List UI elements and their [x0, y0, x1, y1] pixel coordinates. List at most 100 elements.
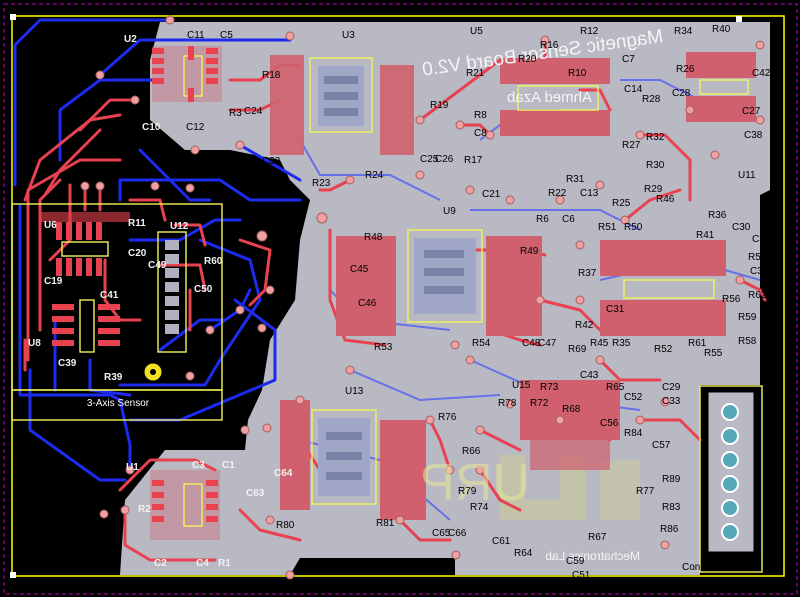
sensor-header-u12[interactable] [157, 231, 187, 353]
designator-label: C31 [606, 304, 625, 315]
designator-label: R40 [712, 24, 731, 35]
designator-label: R83 [662, 502, 681, 513]
designator-label: R24 [365, 170, 384, 181]
designator-label: R76 [438, 412, 457, 423]
designator-label: R57 [748, 252, 767, 263]
label-u2: U2 [124, 34, 137, 45]
designator-label: R61 [688, 338, 707, 349]
designator-label: R42 [575, 320, 594, 331]
designator-label: R67 [588, 532, 607, 543]
label-u8: U8 [28, 338, 41, 349]
sensor-module[interactable]: 3-Axis Sensor [11, 203, 223, 421]
designator-label: R6 [536, 214, 549, 225]
designator-label: R54 [472, 338, 491, 349]
designator-label: R81 [376, 518, 395, 529]
designator-label: R39 [104, 372, 123, 383]
designator-label: C48 [522, 338, 541, 349]
designator-label: R48 [364, 232, 383, 243]
designator-label: R53 [374, 342, 393, 353]
corner-marker [10, 14, 16, 20]
designator-label: R79 [458, 486, 477, 497]
vias [80, 15, 765, 580]
designator-label: C45 [350, 264, 369, 275]
designator-label: R31 [566, 174, 585, 185]
designator-label: C56 [600, 418, 619, 429]
designator-label: C59 [566, 556, 585, 567]
designator-label: R34 [674, 26, 693, 37]
designator-label: R17 [464, 155, 483, 166]
designator-label: C5 [220, 30, 233, 41]
designator-label: C13 [580, 188, 599, 199]
designator-label: R25 [612, 198, 631, 209]
designator-label: R28 [642, 94, 661, 105]
designator-label: R51 [598, 222, 617, 233]
designator-label: C43 [580, 370, 599, 381]
designator-label: C7 [622, 54, 635, 65]
board-outline [3, 3, 798, 595]
designator-label: R59 [738, 312, 757, 323]
designator-label: R64 [514, 548, 533, 559]
designator-label: R52 [654, 344, 673, 355]
designator-label: C19 [44, 276, 63, 287]
designator-label: R22 [548, 188, 567, 199]
designator-label: C20 [128, 248, 147, 259]
designator-label: C35 [750, 266, 769, 277]
label-u12: U12 [170, 221, 189, 232]
label-u6: U6 [44, 220, 57, 231]
designator-label: R10 [568, 68, 587, 79]
designator-label: R80 [276, 520, 295, 531]
designator-label: C52 [624, 392, 643, 403]
designator-label: R18 [262, 70, 281, 81]
designator-label: C64 [274, 468, 293, 479]
top-copper-traces [23, 38, 767, 562]
conn1-connector[interactable] [699, 385, 763, 573]
designator-label: R62 [748, 290, 767, 301]
designator-label: R27 [622, 140, 641, 151]
designator-label: R23 [312, 178, 331, 189]
designator-label: C66 [448, 528, 467, 539]
designator-label: C26 [435, 154, 454, 165]
designator-label: C3 [192, 460, 205, 471]
designator-label: R68 [562, 404, 581, 415]
designator-label: C11 [187, 30, 205, 41]
label-u9: U9 [443, 206, 456, 217]
designator-label: R50 [624, 222, 643, 233]
designator-label: C42 [752, 68, 771, 79]
designator-label: R55 [704, 348, 723, 359]
designator-label: C63 [246, 488, 265, 499]
designator-label: R74 [470, 502, 489, 513]
designator-label: R58 [738, 336, 757, 347]
designator-label: C4 [196, 558, 209, 569]
designator-label: C14 [624, 84, 643, 95]
designator-label: R32 [646, 132, 665, 143]
designator-label: R29 [644, 184, 663, 195]
designator-label: C51 [572, 570, 591, 581]
designator-label: R37 [578, 268, 597, 279]
designator-label: R41 [696, 230, 715, 241]
designator-label: R12 [580, 26, 599, 37]
designator-label: C23 [262, 156, 281, 167]
designator-label: C61 [492, 536, 511, 547]
designator-label: R89 [662, 474, 681, 485]
designator-label: R8 [474, 110, 487, 121]
designator-label: R26 [676, 64, 695, 75]
designator-label: R65 [606, 382, 625, 393]
designator-label: C33 [662, 396, 681, 407]
designator-label: R78 [498, 398, 517, 409]
designator-label: C25 [420, 154, 439, 165]
designator-label: R1 [218, 558, 231, 569]
label-u5: U5 [470, 26, 483, 37]
designator-label: R11 [128, 218, 146, 229]
label-u15: U15 [512, 380, 531, 391]
designator-label: C41 [100, 290, 119, 301]
designator-label: R20 [518, 54, 537, 65]
designator-label: R30 [646, 160, 665, 171]
designator-label: R66 [462, 446, 481, 457]
board-lab: Mechatronics Lab [545, 549, 640, 563]
designator-label: C6 [562, 214, 575, 225]
designator-label: R2 [138, 504, 151, 515]
designator-label: R49 [520, 246, 539, 257]
designator-label: R36 [708, 210, 727, 221]
